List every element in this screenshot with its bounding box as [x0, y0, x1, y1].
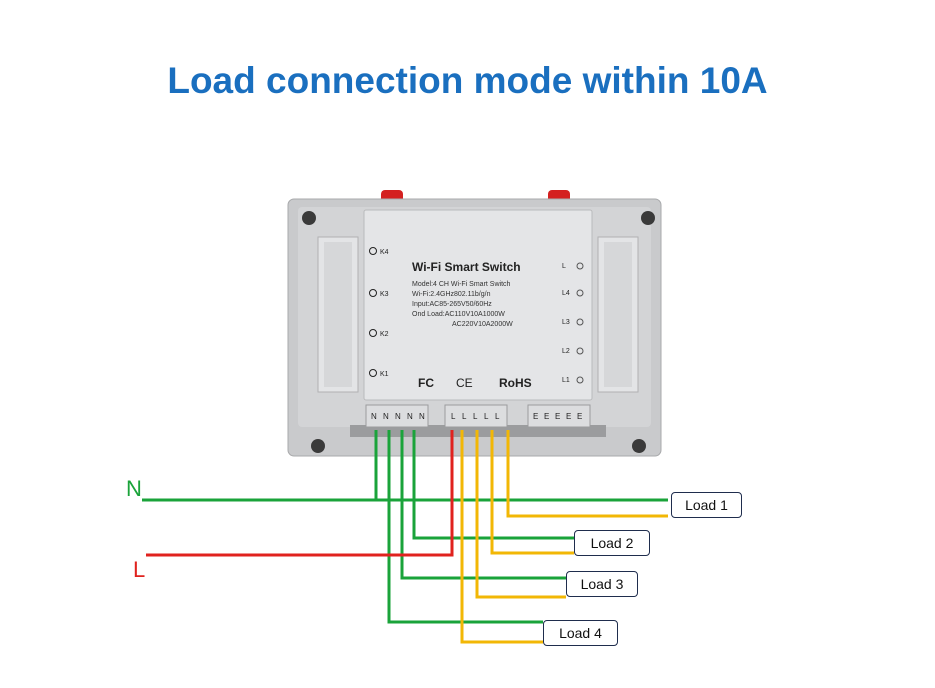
button-k2: K2: [369, 329, 389, 338]
terminal-e-labels: E E E E E: [533, 412, 582, 421]
page-title: Load connection mode within 10A: [167, 60, 768, 101]
button-k4: K4: [369, 247, 389, 256]
terminal-label: E: [577, 412, 582, 421]
screw-icon: [302, 211, 316, 225]
screw-icon: [311, 439, 325, 453]
button-label: K1: [380, 371, 389, 378]
button-label: K3: [380, 291, 389, 298]
power-icon: [369, 369, 377, 377]
spec-wifi: Wi-Fi:2.4GHz802.11b/g/n: [412, 291, 491, 298]
screw-icon: [641, 211, 655, 225]
smart-switch-device: [287, 198, 662, 457]
terminal-label: E: [566, 412, 571, 421]
terminal-label: N: [383, 412, 389, 421]
terminal-label: N: [419, 412, 425, 421]
terminal-label: E: [544, 412, 549, 421]
load-wire-3: [475, 430, 566, 599]
load-4-box: Load 4: [543, 620, 618, 646]
button-label: K2: [380, 331, 389, 338]
screw-icon: [632, 439, 646, 453]
led-icon: [576, 347, 584, 355]
line-label: L: [133, 557, 146, 582]
button-label: K4: [380, 249, 389, 256]
spec-load-220: AC220V10A2000W: [452, 321, 513, 328]
terminal-label: E: [555, 412, 560, 421]
wires: [142, 430, 668, 644]
ce-mark: CE: [456, 376, 473, 390]
indicator-label: L3: [562, 319, 570, 326]
rohs-mark: RoHS: [499, 376, 532, 390]
terminal-label: N: [395, 412, 401, 421]
led-icon: [576, 289, 584, 297]
load-3-box: Load 3: [566, 571, 638, 597]
neutral-label: N: [126, 476, 142, 501]
led-icon: [576, 262, 584, 270]
led-icon: [576, 318, 584, 326]
indicator-label: L2: [562, 348, 570, 355]
indicator-l: L: [562, 262, 584, 270]
device-name: Wi-Fi Smart Switch: [412, 260, 521, 274]
indicator-l4: L4: [562, 289, 584, 297]
load-2-box: Load 2: [574, 530, 650, 556]
terminal-label: E: [533, 412, 538, 421]
spec-load-110: Ond Load:AC110V10A1000W: [412, 311, 505, 318]
load-wire-1: [506, 430, 668, 518]
terminal-label: L: [484, 412, 489, 421]
terminal-label: L: [473, 412, 478, 421]
indicator-l2: L2: [562, 347, 584, 355]
load-wire-4: [460, 430, 543, 644]
power-icon: [369, 289, 377, 297]
terminal-label: N: [407, 412, 413, 421]
terminal-label: L: [451, 412, 456, 421]
indicator-label: L: [562, 263, 566, 270]
indicator-label: L4: [562, 290, 570, 297]
power-icon: [369, 247, 377, 255]
button-k1: K1: [369, 369, 389, 378]
neutral-wire-load4: [387, 430, 543, 624]
indicator-l1: L1: [562, 376, 584, 384]
button-k3: K3: [369, 289, 389, 298]
line-wire: [146, 430, 454, 557]
led-icon: [576, 376, 584, 384]
terminal-l-labels: L L L L L: [451, 412, 500, 421]
fc-mark: FC: [418, 376, 434, 390]
load-wire-2: [490, 430, 574, 555]
load-1-box: Load 1: [671, 492, 742, 518]
terminal-label: L: [462, 412, 467, 421]
neutral-wire-load3: [400, 430, 566, 580]
terminal-n-labels: N N N N N: [371, 412, 425, 421]
terminal-label: N: [371, 412, 377, 421]
spec-model: Model:4 CH Wi-Fi Smart Switch: [412, 281, 511, 288]
indicator-l3: L3: [562, 318, 584, 326]
terminal-label: L: [495, 412, 500, 421]
neutral-wire-load2: [412, 430, 574, 540]
device-label: Wi-Fi Smart Switch Model:4 CH Wi-Fi Smar…: [369, 247, 584, 421]
spec-input: Input:AC85-265V50/60Hz: [412, 301, 492, 308]
power-icon: [369, 329, 377, 337]
indicator-label: L1: [562, 377, 570, 384]
